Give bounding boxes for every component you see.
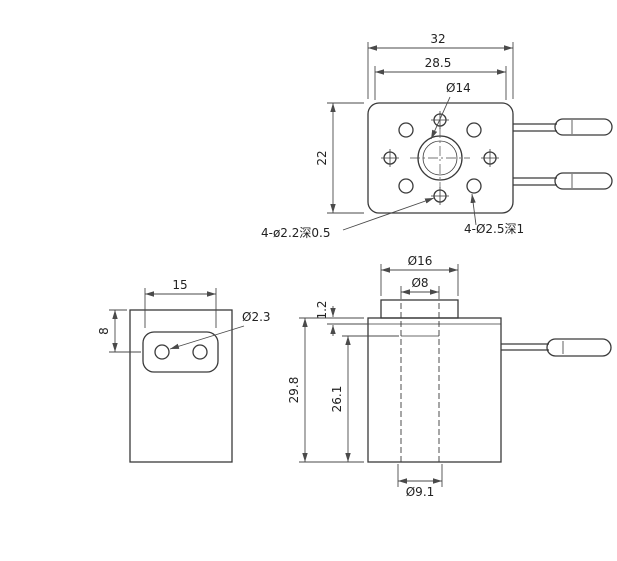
dim-d16-label: Ø16: [408, 254, 433, 268]
dim-top-bore-dia: Ø8: [400, 276, 440, 299]
large-holes-note: 4-Ø2.5深1: [464, 193, 524, 236]
dim-d9-1-label: Ø9.1: [406, 485, 435, 499]
terminal-hole-right: [192, 344, 208, 360]
lead-wire-lower: [513, 172, 613, 190]
dim-d8-label: Ø8: [411, 276, 428, 290]
wire-terminal: [546, 338, 612, 357]
dim-26-1-label: 26.1: [330, 386, 344, 413]
hatched-hole-bottom-right: [466, 178, 482, 194]
top-view-part-outline: [367, 102, 514, 214]
leader-line: [342, 197, 435, 231]
small-hole-left: [381, 149, 399, 167]
wire-terminal: [554, 118, 613, 136]
large-holes-label: 4-Ø2.5深1: [464, 222, 524, 236]
lead-wire-upper: [513, 118, 613, 136]
dim-height: 22: [315, 102, 364, 214]
bore-callout: Ø14: [430, 81, 471, 140]
front-view: 15 8 Ø2.3: [97, 278, 271, 463]
terminal-hole-left: [154, 344, 170, 360]
side-view-body-outline: [367, 317, 502, 463]
dim-boss-dia: Ø16: [380, 254, 459, 296]
bore-label: Ø14: [446, 81, 471, 95]
dim-inner-depth: 26.1: [330, 335, 399, 462]
top-view: 32 28.5 22 Ø14 4-ø2.2深0.5 4: [261, 32, 613, 240]
front-view-body-outline: [129, 309, 233, 463]
small-holes-label: 4-ø2.2深0.5: [261, 226, 330, 240]
small-hole-right: [481, 149, 499, 167]
hatched-hole-top-right: [466, 122, 482, 138]
top-boss-outline: [380, 299, 459, 319]
dim-1-2-label: 1.2: [315, 300, 329, 319]
terminal-slot: [142, 331, 219, 373]
terminal-hole-callout: Ø2.3: [169, 310, 271, 350]
terminal-hole-label: Ø2.3: [242, 310, 271, 324]
dim-bottom-bore-dia: Ø9.1: [397, 464, 443, 499]
dim-22-label: 22: [315, 150, 329, 165]
center-bore: [410, 128, 470, 188]
leader-line: [430, 96, 451, 140]
dim-29-8-label: 29.8: [287, 377, 301, 404]
hatched-hole-top-left: [398, 122, 414, 138]
wire-terminal: [554, 172, 613, 190]
side-view: Ø16 Ø8 1.2 29.8 26.1: [287, 254, 612, 499]
small-holes-note: 4-ø2.2深0.5: [261, 197, 435, 240]
leader-line: [169, 325, 245, 350]
dim-slot-width: 15: [144, 278, 217, 328]
dim-15-label: 15: [172, 278, 187, 292]
small-hole-bottom: [431, 187, 449, 205]
dim-8-label: 8: [97, 327, 111, 335]
dim-32-label: 32: [430, 32, 445, 46]
dim-overall-width: 32: [367, 32, 514, 99]
hatched-hole-bottom-left: [398, 178, 414, 194]
lead-wire-side: [501, 338, 612, 357]
dim-overall-height: 29.8: [287, 317, 364, 463]
dim-28-5-label: 28.5: [425, 56, 452, 70]
leader-line: [470, 193, 477, 226]
dim-hole-offset: 8: [97, 309, 141, 353]
dim-lip-height: 1.2: [315, 300, 368, 336]
dim-inner-width: 28.5: [374, 56, 507, 100]
